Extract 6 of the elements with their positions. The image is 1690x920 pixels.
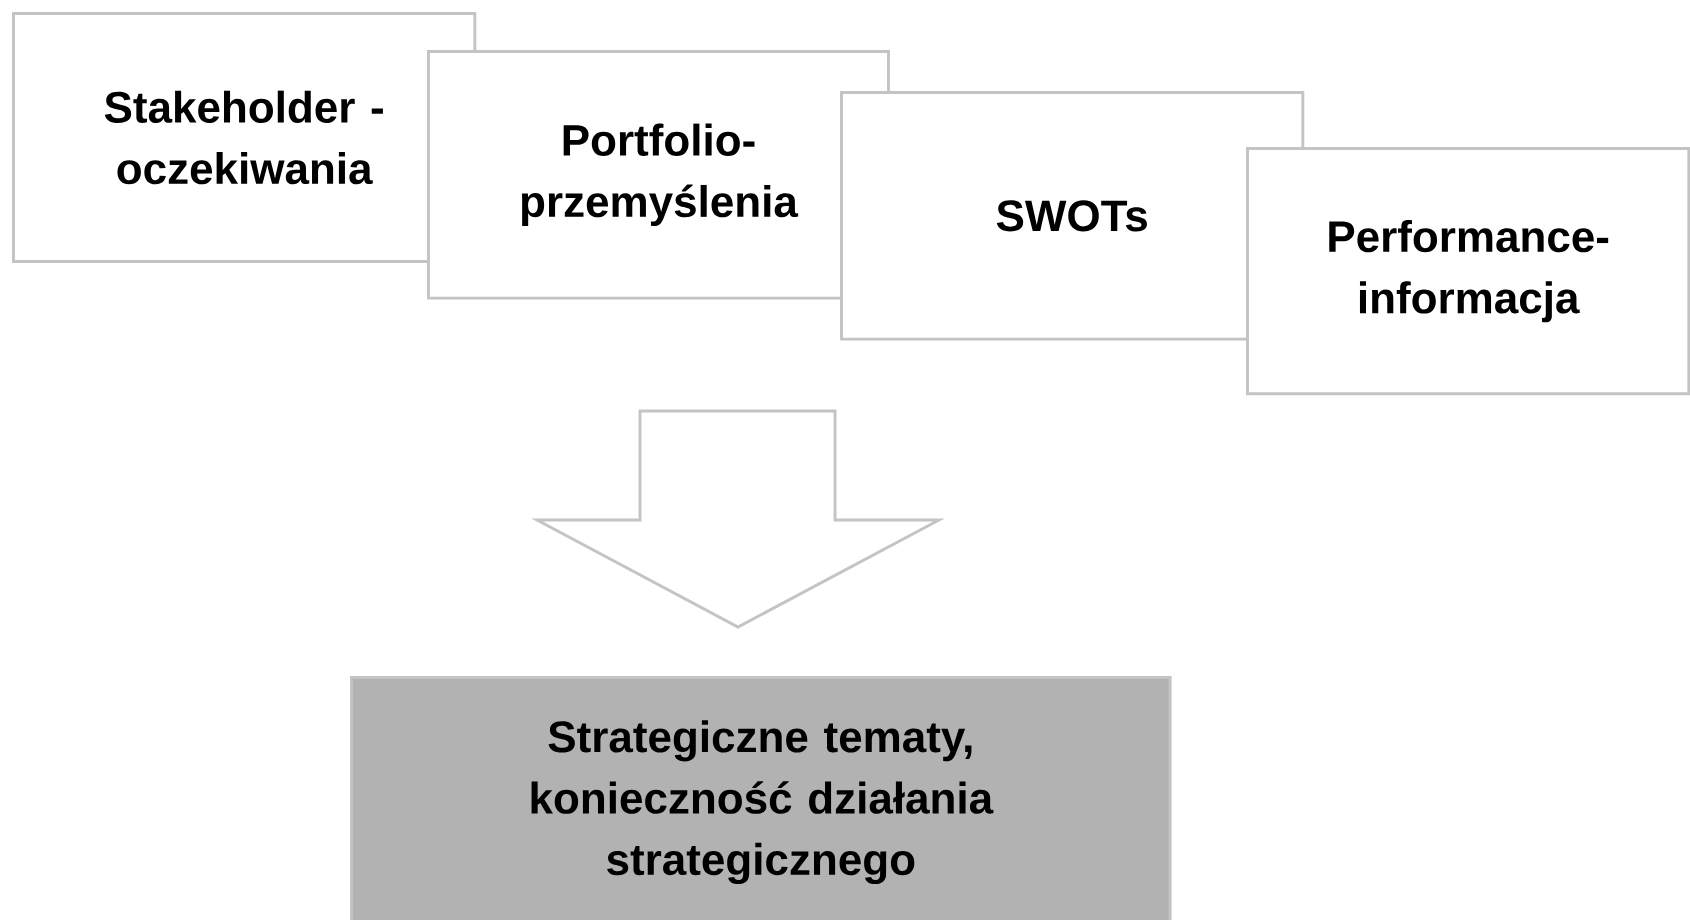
text-box: Stakeholder - oczekiwania — [12, 12, 477, 263]
text-box: Strategiczne tematy, konieczność działania strategicznego — [350, 676, 1172, 920]
text-box: Portfolio-przemyślenia — [427, 50, 890, 300]
text-box: Performance-informacja — [1246, 147, 1690, 396]
text-box: SWOTs — [840, 91, 1305, 341]
block-arrow — [531, 409, 945, 629]
